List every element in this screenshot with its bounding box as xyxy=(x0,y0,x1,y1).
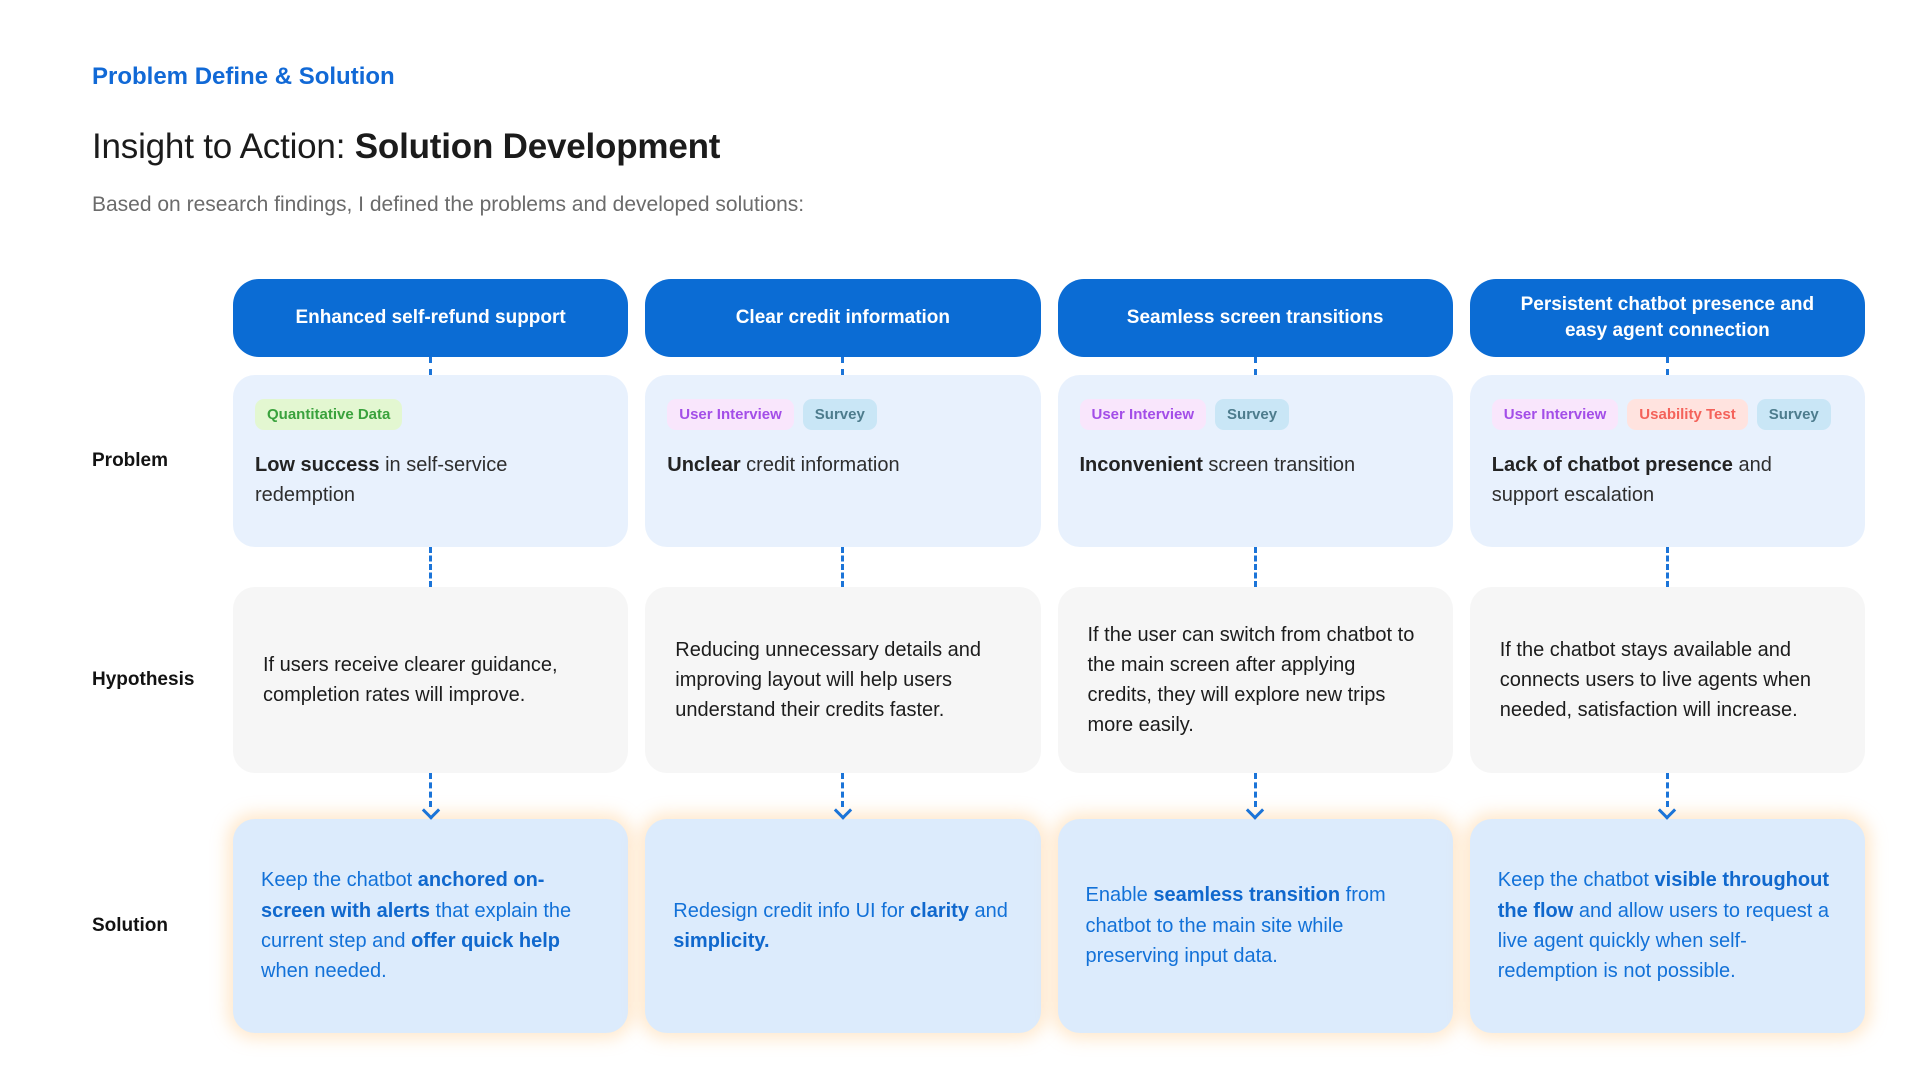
problem-text: Lack of chatbot presence and support esc… xyxy=(1491,454,1772,506)
connector-dotted-line xyxy=(233,357,628,375)
slide: Problem Define & Solution Insight to Act… xyxy=(92,63,1920,1033)
arrow-down-icon xyxy=(1658,801,1677,820)
solution-card-3: Enable seamless transition from chatbot … xyxy=(1057,819,1453,1033)
dashed-line xyxy=(1665,357,1669,375)
badge-quantitative-data: Quantitative Data xyxy=(255,399,403,430)
connector-dashed-line xyxy=(1470,547,1865,587)
hypothesis-card-3: If the user can switch from chatbot to t… xyxy=(1057,587,1453,773)
solution-card-1: Keep the chatbot anchored on-screen with… xyxy=(233,819,629,1033)
connector-dotted-line xyxy=(1470,357,1865,375)
problem-card-2: User Interview Survey Unclear credit inf… xyxy=(645,375,1041,547)
badge-user-interview: User Interview xyxy=(1491,399,1619,430)
row-label-problem: Problem xyxy=(92,450,169,471)
badge-user-interview: User Interview xyxy=(1079,399,1207,430)
problem-text: Inconvenient screen transition xyxy=(1079,454,1356,476)
dashed-line xyxy=(429,357,433,375)
row-label-solution: Solution xyxy=(92,915,168,936)
dashed-line xyxy=(1665,773,1669,807)
solution-text: Keep the chatbot visible throughout the … xyxy=(1497,869,1829,983)
problem-card-1: Quantitative Data Low success in self-se… xyxy=(233,375,629,547)
hypothesis-text: If users receive clearer guidance, compl… xyxy=(263,654,558,706)
connector-arrow-down xyxy=(1470,773,1865,820)
dashed-line xyxy=(1253,773,1257,807)
connector-dotted-line xyxy=(645,357,1040,375)
arrow-down-icon xyxy=(833,801,853,820)
hypothesis-card-2: Reducing unnecessary details and improvi… xyxy=(645,587,1041,773)
arrow-down-icon xyxy=(1245,801,1265,820)
badge-survey: Survey xyxy=(1756,399,1831,430)
dashed-line xyxy=(429,773,433,807)
badge-row: User Interview Survey xyxy=(667,399,1018,430)
section-eyebrow: Problem Define & Solution xyxy=(92,63,395,90)
badge-usability-test: Usability Test xyxy=(1627,399,1748,430)
badge-row: Quantitative Data xyxy=(255,399,606,430)
solution-text: Redesign credit info UI for clarity and … xyxy=(673,899,1008,952)
problem-text: Unclear credit information xyxy=(667,454,900,476)
dashed-line xyxy=(1253,547,1257,587)
column-header-2: Clear credit information xyxy=(645,279,1041,357)
column-header-3: Seamless screen transitions xyxy=(1057,279,1453,357)
column-header-4: Persistent chatbot presence and easy age… xyxy=(1469,279,1865,357)
page-title-bold: Solution Development xyxy=(354,127,721,166)
connector-arrow-down xyxy=(645,773,1040,820)
hypothesis-card-1: If users receive clearer guidance, compl… xyxy=(233,587,629,773)
page-title: Insight to Action: Solution Development xyxy=(92,127,1920,167)
row-label-hypothesis: Hypothesis xyxy=(92,669,195,690)
badge-row: User Interview Usability Test Survey xyxy=(1491,399,1843,430)
dashed-line xyxy=(841,547,845,587)
dashed-line xyxy=(429,547,433,587)
solution-text: Enable seamless transition from chatbot … xyxy=(1085,884,1386,968)
solution-card-2: Redesign credit info UI for clarity and … xyxy=(645,819,1041,1033)
connector-arrow-down xyxy=(233,773,628,820)
dashed-line xyxy=(1665,547,1669,587)
hypothesis-card-4: If the chatbot stays available and conne… xyxy=(1469,587,1865,773)
hypothesis-text: Reducing unnecessary details and improvi… xyxy=(675,639,982,721)
badge-user-interview: User Interview xyxy=(667,399,794,430)
problem-card-4: User Interview Usability Test Survey Lac… xyxy=(1469,375,1865,547)
hypothesis-text: If the chatbot stays available and conne… xyxy=(1499,639,1812,721)
dashed-line xyxy=(841,773,845,807)
badge-survey: Survey xyxy=(802,399,877,430)
problem-text: Low success in self-service redemption xyxy=(255,454,508,506)
connector-dashed-line xyxy=(233,547,628,587)
dashed-line xyxy=(1253,357,1257,375)
page-subtitle: Based on research findings, I defined th… xyxy=(92,193,805,216)
connector-arrow-down xyxy=(1058,773,1453,820)
hypothesis-text: If the user can switch from chatbot to t… xyxy=(1087,624,1415,736)
badge-row: User Interview Survey xyxy=(1079,399,1431,430)
column-header-1: Enhanced self-refund support xyxy=(233,279,629,357)
dashed-line xyxy=(841,357,845,375)
connector-dashed-line xyxy=(645,547,1040,587)
connector-dashed-line xyxy=(1058,547,1453,587)
badge-survey: Survey xyxy=(1215,399,1290,430)
connector-dotted-line xyxy=(1058,357,1453,375)
solution-text: Keep the chatbot anchored on-screen with… xyxy=(261,869,572,983)
page-title-regular: Insight to Action: xyxy=(92,127,355,166)
problem-card-3: User Interview Survey Inconvenient scree… xyxy=(1057,375,1453,547)
arrow-down-icon xyxy=(421,801,440,820)
solution-matrix: Problem Hypothesis Solution Enhanced sel… xyxy=(92,279,1865,1033)
solution-card-4: Keep the chatbot visible throughout the … xyxy=(1469,819,1865,1033)
